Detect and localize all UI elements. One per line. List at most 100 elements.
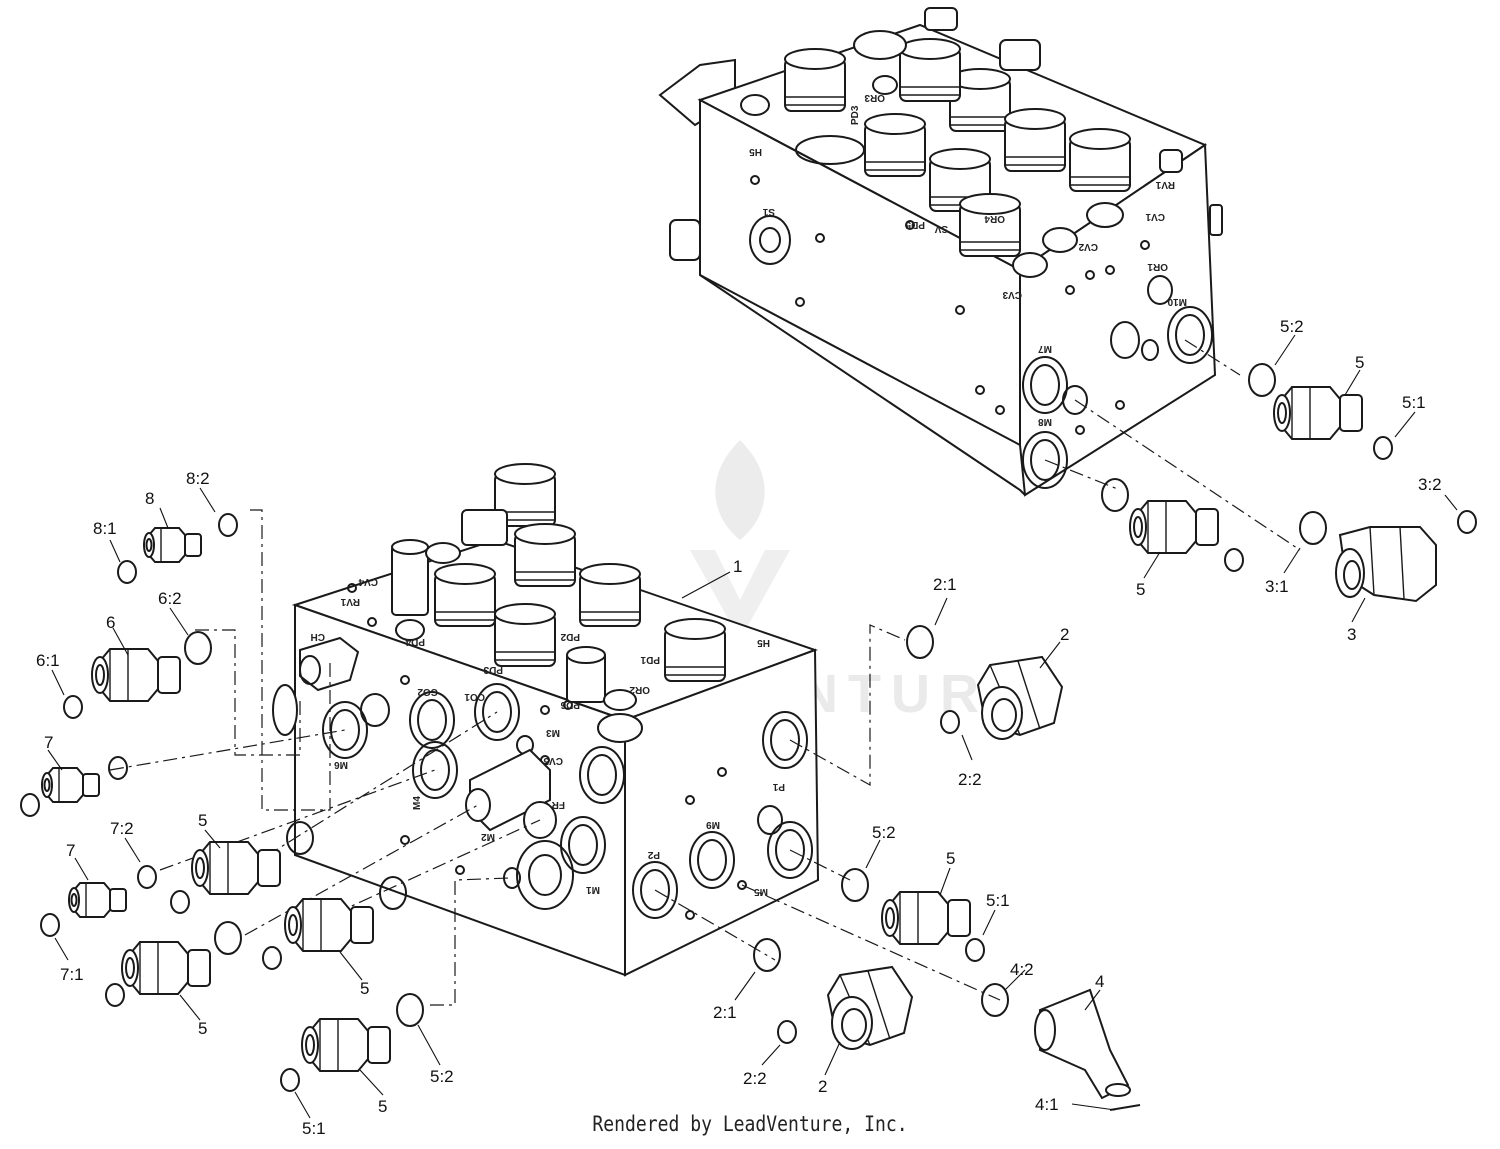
- port-label: S1: [762, 206, 775, 217]
- callout-label: 2:2: [958, 770, 982, 789]
- o-ring: [965, 938, 985, 962]
- o-ring: [777, 1020, 797, 1044]
- port-label: CO2: [417, 686, 438, 697]
- port-label: PD3: [850, 105, 861, 125]
- o-ring: [117, 560, 137, 584]
- port-label: M5: [754, 886, 768, 897]
- port-label: RV1: [1155, 179, 1175, 190]
- port-label: CV4: [358, 576, 378, 587]
- callout-label: 4:1: [1035, 1095, 1059, 1114]
- callout-label: 5: [1136, 580, 1145, 599]
- port-label: M1: [586, 884, 600, 895]
- port-label: M6: [334, 759, 348, 770]
- callout-label: 6:1: [36, 651, 60, 670]
- callout-label: 1: [733, 557, 742, 576]
- port-label: M3: [546, 727, 560, 738]
- port-label: CV1: [1145, 211, 1165, 222]
- elbow-fitting-3: [1335, 526, 1437, 602]
- fitting-6: [91, 648, 181, 702]
- port-label: SV: [934, 223, 948, 234]
- callout-label: 5:1: [1402, 393, 1426, 412]
- fitting-5: [881, 891, 971, 945]
- footer-credit: Rendered by LeadVenture, Inc.: [592, 1112, 908, 1136]
- callout-label: 4: [1095, 972, 1104, 991]
- callout-label: 3: [1347, 625, 1356, 644]
- port-label: PD2: [560, 631, 580, 642]
- port-label: OR4: [984, 213, 1005, 224]
- callout-label: 8: [145, 489, 154, 508]
- fitting-7: [41, 767, 100, 803]
- port-label: PD5: [905, 219, 925, 230]
- fitting-8: [143, 527, 202, 563]
- port-label: M7: [1038, 343, 1052, 354]
- callout-labels: 1 2 2:1 2:2 2 2:1 2:2 3 3:1 3:2 4 4:1 4:…: [36, 317, 1442, 1138]
- port-label: M2: [481, 831, 495, 842]
- callout-label: 8:1: [93, 519, 117, 538]
- port-label: M10: [1167, 296, 1187, 307]
- callout-label: 8:2: [186, 469, 210, 488]
- callout-label: 7:2: [110, 819, 134, 838]
- port-label: CV3: [1002, 289, 1022, 300]
- callout-label: 5:2: [872, 823, 896, 842]
- elbow-fitting-2: [827, 966, 913, 1050]
- callout-label: 2: [1060, 625, 1069, 644]
- o-ring: [280, 1068, 300, 1092]
- callout-label: 6: [106, 613, 115, 632]
- o-ring: [137, 865, 157, 889]
- callout-label: 3:2: [1418, 475, 1442, 494]
- o-ring: [1457, 510, 1477, 534]
- parts: [20, 363, 1477, 1111]
- elbow-fitting-2: [977, 656, 1063, 740]
- o-ring: [981, 983, 1009, 1017]
- o-ring: [40, 913, 60, 937]
- o-ring: [396, 993, 424, 1027]
- o-ring: [1299, 511, 1327, 545]
- valve-block-top: H5 PD3 OR3 S1 PD5 SV OR4 RV1 CV1 CV2 CV3…: [658, 7, 1223, 497]
- leader-lines: [47, 334, 1458, 1119]
- callout-label: 5: [378, 1097, 387, 1116]
- o-ring: [906, 625, 934, 659]
- callout-label: 2:2: [743, 1069, 767, 1088]
- callout-label: 5: [946, 849, 955, 868]
- valve-block-bottom: CH RV1 CV4 CO2 CO1 PD4 PD3 PD2 PD1 H5 PD…: [272, 463, 820, 977]
- fitting-5: [1273, 386, 1363, 440]
- port-label: OR2: [629, 684, 650, 695]
- o-ring: [20, 793, 40, 817]
- callout-label: 7:1: [60, 965, 84, 984]
- port-label: M9: [706, 819, 720, 830]
- port-label: PD4: [405, 636, 425, 647]
- callout-label: 5: [360, 979, 369, 998]
- fitting-5: [1129, 500, 1219, 554]
- o-ring: [218, 513, 238, 537]
- callout-label: 6:2: [158, 589, 182, 608]
- o-ring: [262, 946, 282, 970]
- callout-label: 7: [66, 841, 75, 860]
- o-ring: [1373, 436, 1393, 460]
- port-label: OR1: [1147, 261, 1168, 272]
- callout-label: 2:1: [933, 575, 957, 594]
- callout-label: 2:1: [713, 1003, 737, 1022]
- callout-label: 5:1: [302, 1119, 326, 1138]
- callout-label: 4:2: [1010, 960, 1034, 979]
- callout-label: 2: [818, 1077, 827, 1096]
- port-label: CV2: [1078, 241, 1098, 252]
- o-ring: [1101, 478, 1129, 512]
- fitting-5: [121, 941, 211, 995]
- port-label: RV1: [340, 596, 360, 607]
- port-label: CO1: [464, 691, 485, 702]
- port-label: H5: [749, 146, 762, 157]
- port-label: M4: [412, 796, 423, 810]
- o-ring: [841, 868, 869, 902]
- o-ring: [184, 631, 212, 665]
- fitting-7: [68, 882, 127, 918]
- port-label: CV5: [543, 755, 563, 766]
- o-ring: [63, 695, 83, 719]
- callout-label: 5: [1355, 353, 1364, 372]
- callout-label: 5: [198, 1019, 207, 1038]
- callout-label: 5:1: [986, 891, 1010, 910]
- port-label: FR: [551, 799, 565, 810]
- callout-label: 5:2: [1280, 317, 1304, 336]
- o-ring: [1224, 548, 1244, 572]
- o-ring: [170, 890, 190, 914]
